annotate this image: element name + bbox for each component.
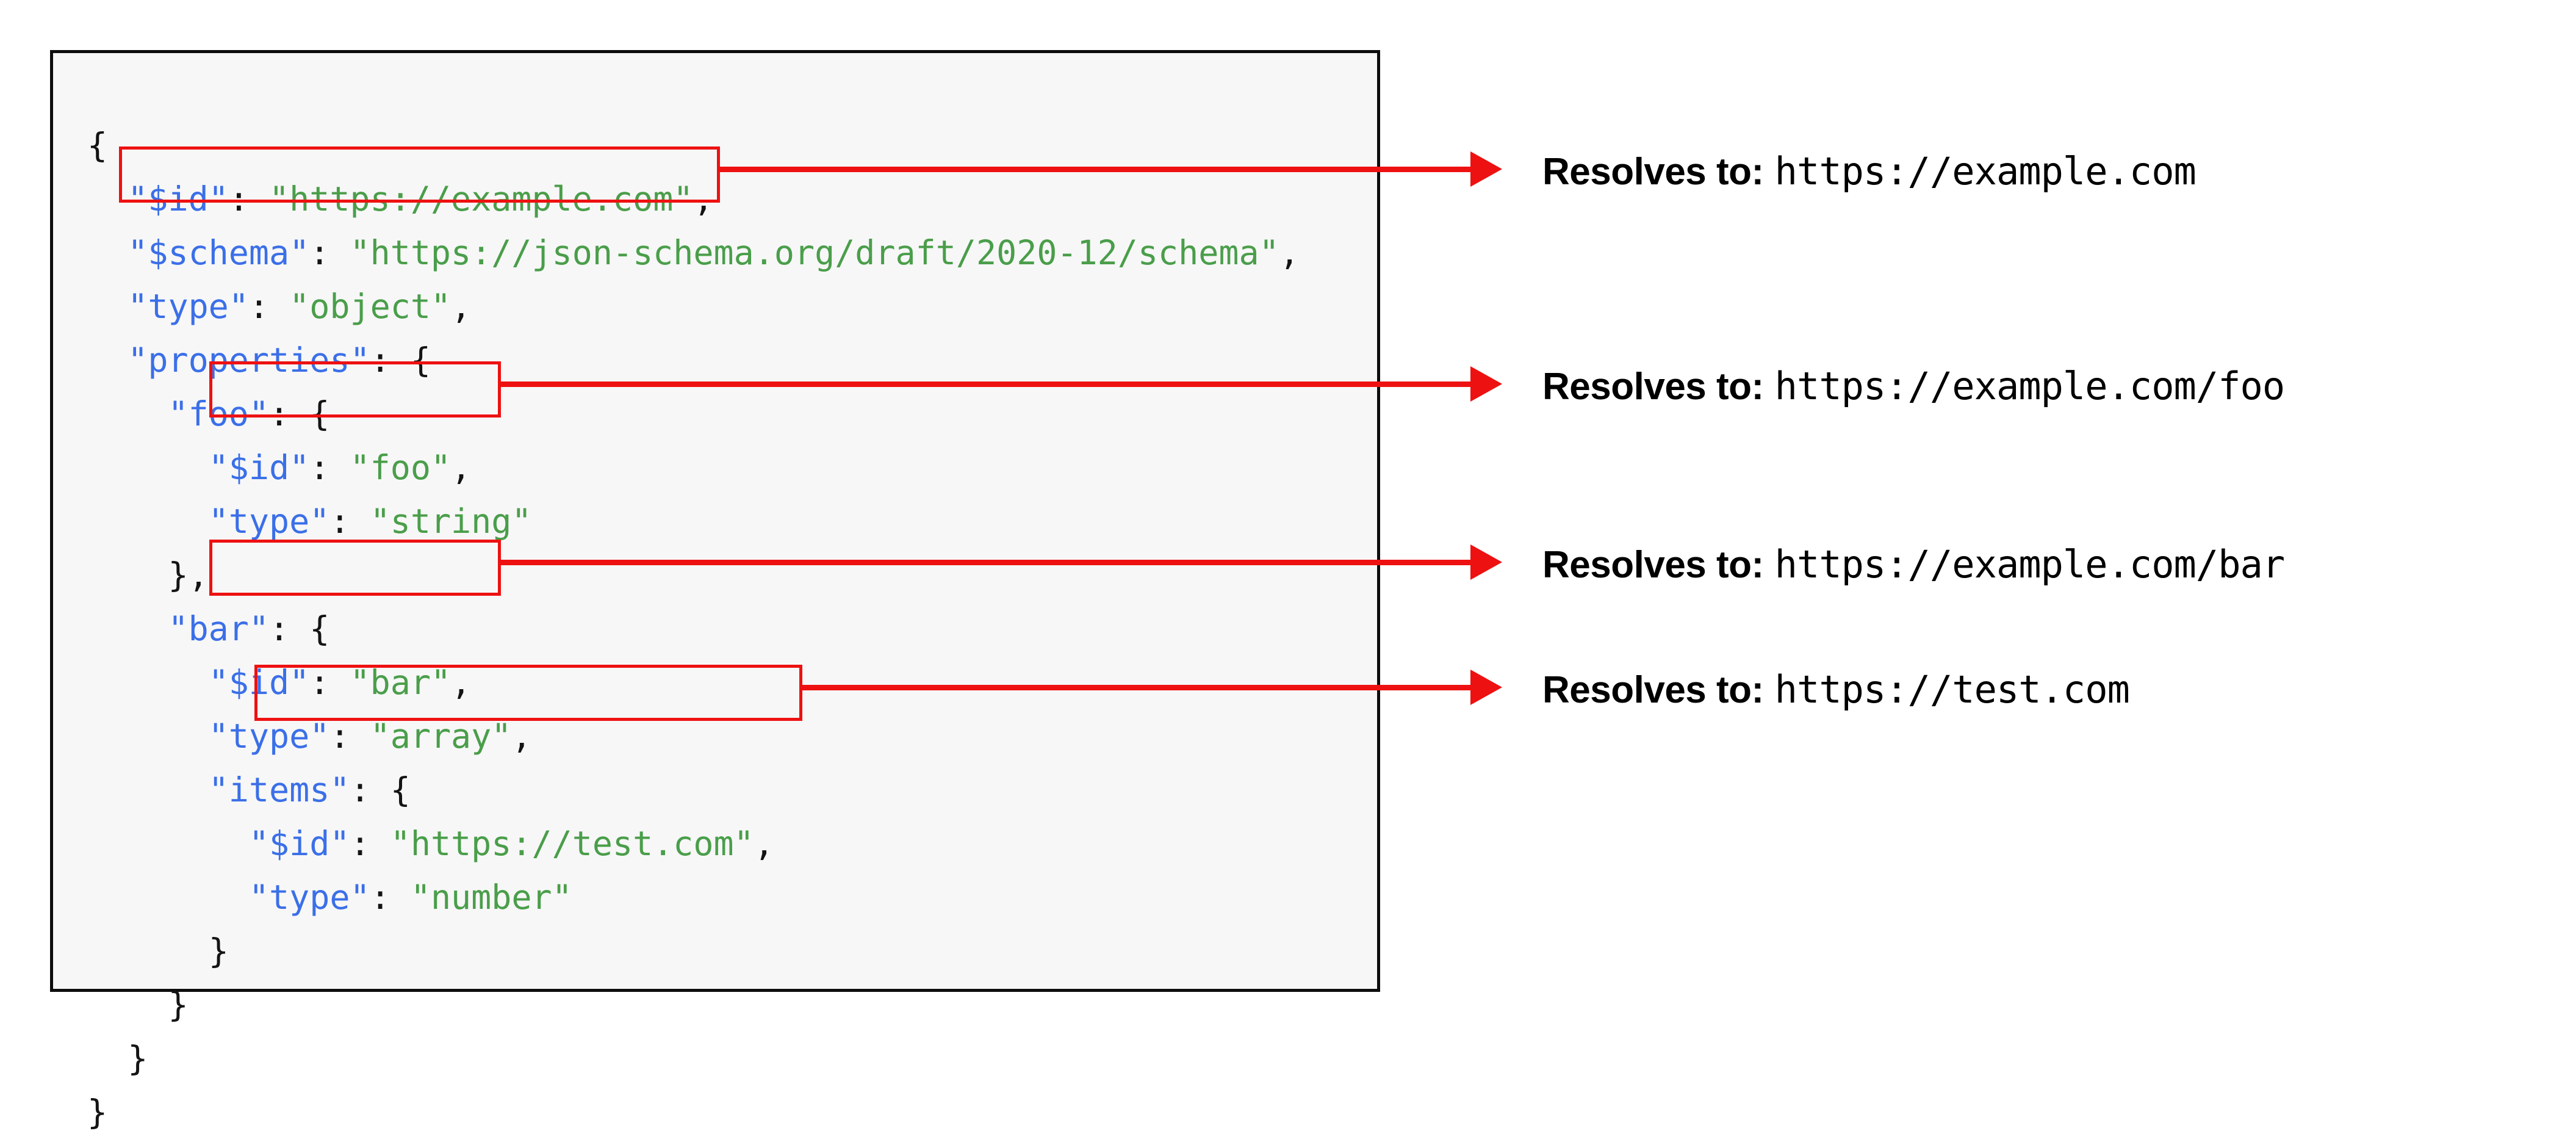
json-punctuation: : (329, 717, 370, 756)
code-line: "$id": "bar", (87, 656, 1300, 709)
code-line: "type": "object", (87, 280, 1300, 333)
json-punctuation: : { (269, 609, 330, 648)
resolved-url: https://example.com/foo (1774, 364, 2286, 408)
resolves-to-label: Resolves to: (1542, 669, 1764, 711)
json-punctuation: : { (350, 770, 411, 809)
json-key: "type" (248, 878, 370, 917)
json-key: "properties" (128, 341, 370, 380)
json-key: "type" (208, 502, 330, 541)
json-punctuation: , (693, 179, 714, 219)
json-punctuation: : { (370, 341, 431, 380)
json-key: "bar" (168, 609, 270, 648)
json-punctuation: } (208, 931, 229, 971)
json-code-block: { "$id": "https://example.com", "$schema… (50, 50, 1380, 1132)
json-punctuation: , (1279, 233, 1300, 272)
json-punctuation: , (451, 663, 472, 702)
code-line: }, (87, 548, 1300, 602)
arrow-items-line (799, 684, 1470, 690)
json-string: "number" (410, 878, 572, 917)
json-string: "https://test.com" (390, 824, 754, 863)
resolved-url: https://example.com/bar (1774, 542, 2286, 587)
code-line: "$id": "foo", (87, 441, 1300, 494)
json-punctuation: , (511, 717, 532, 756)
code-line: { (87, 118, 1300, 172)
code-line: "$id": "https://test.com", (87, 817, 1300, 870)
json-string: "foo" (350, 448, 452, 487)
json-string: "bar" (350, 663, 452, 702)
json-punctuation: : (329, 502, 370, 541)
json-punctuation: : (309, 233, 350, 272)
json-punctuation: : (228, 179, 270, 219)
resolution-bar: Resolves to:https://example.com/bar (1542, 542, 2286, 587)
json-punctuation: , (451, 287, 472, 326)
json-key: "type" (208, 717, 330, 756)
json-key: "$id" (208, 448, 310, 487)
json-key: "items" (208, 770, 350, 809)
json-punctuation: : (309, 448, 350, 487)
code-line: "$id": "https://example.com", (87, 172, 1300, 226)
json-punctuation: } (168, 985, 189, 1024)
json-punctuation: : (248, 287, 290, 326)
resolution-items: Resolves to:https://test.com (1542, 667, 2130, 712)
json-punctuation: : (350, 824, 390, 863)
arrow-items-head (1470, 670, 1502, 705)
json-punctuation: { (87, 126, 108, 165)
arrow-bar-line (498, 559, 1470, 565)
json-punctuation: } (87, 1093, 108, 1132)
json-punctuation: : (370, 878, 411, 917)
json-key: "$id" (128, 179, 229, 219)
arrow-foo-line (498, 381, 1470, 387)
json-punctuation: , (754, 824, 774, 863)
json-string: "array" (370, 717, 512, 756)
code-line: "$schema": "https://json-schema.org/draf… (87, 226, 1300, 280)
code-line: "type": "number" (87, 870, 1300, 924)
code-line: } (87, 1032, 1300, 1085)
resolved-url: https://example.com (1774, 149, 2196, 193)
json-punctuation: : { (269, 394, 330, 433)
resolution-foo: Resolves to:https://example.com/foo (1542, 364, 2286, 408)
code-line: "properties": { (87, 333, 1300, 387)
resolves-to-label: Resolves to: (1542, 544, 1764, 586)
json-string: "https://example.com" (269, 179, 694, 219)
arrow-bar-head (1470, 544, 1502, 580)
json-key: "$id" (248, 824, 350, 863)
code-line: "bar": { (87, 602, 1300, 656)
code-line: } (87, 1085, 1300, 1139)
resolves-to-label: Resolves to: (1542, 366, 1764, 408)
arrow-root-head (1470, 151, 1502, 187)
json-key: "$id" (208, 663, 310, 702)
json-punctuation: } (128, 1039, 148, 1078)
arrow-root-line (717, 166, 1470, 172)
json-punctuation: , (451, 448, 472, 487)
json-punctuation: : (309, 663, 350, 702)
json-key: "type" (128, 287, 249, 326)
resolved-url: https://test.com (1774, 667, 2130, 712)
json-string: "string" (370, 502, 532, 541)
json-punctuation: }, (168, 555, 209, 595)
json-key: "foo" (168, 394, 270, 433)
code-line: } (87, 924, 1300, 978)
json-key: "$schema" (128, 233, 310, 272)
json-string: "object" (289, 287, 452, 326)
arrow-foo-head (1470, 366, 1502, 402)
code-line: } (87, 978, 1300, 1032)
resolves-to-label: Resolves to: (1542, 151, 1764, 193)
code-line: "type": "string" (87, 494, 1300, 548)
json-string: "https://json-schema.org/draft/2020-12/s… (350, 233, 1279, 272)
code-line: "type": "array", (87, 709, 1300, 763)
code-line: "items": { (87, 763, 1300, 817)
resolution-root: Resolves to:https://example.com (1542, 149, 2196, 193)
json-code-listing: { "$id": "https://example.com", "$schema… (87, 118, 1300, 1139)
code-line: "foo": { (87, 387, 1300, 441)
